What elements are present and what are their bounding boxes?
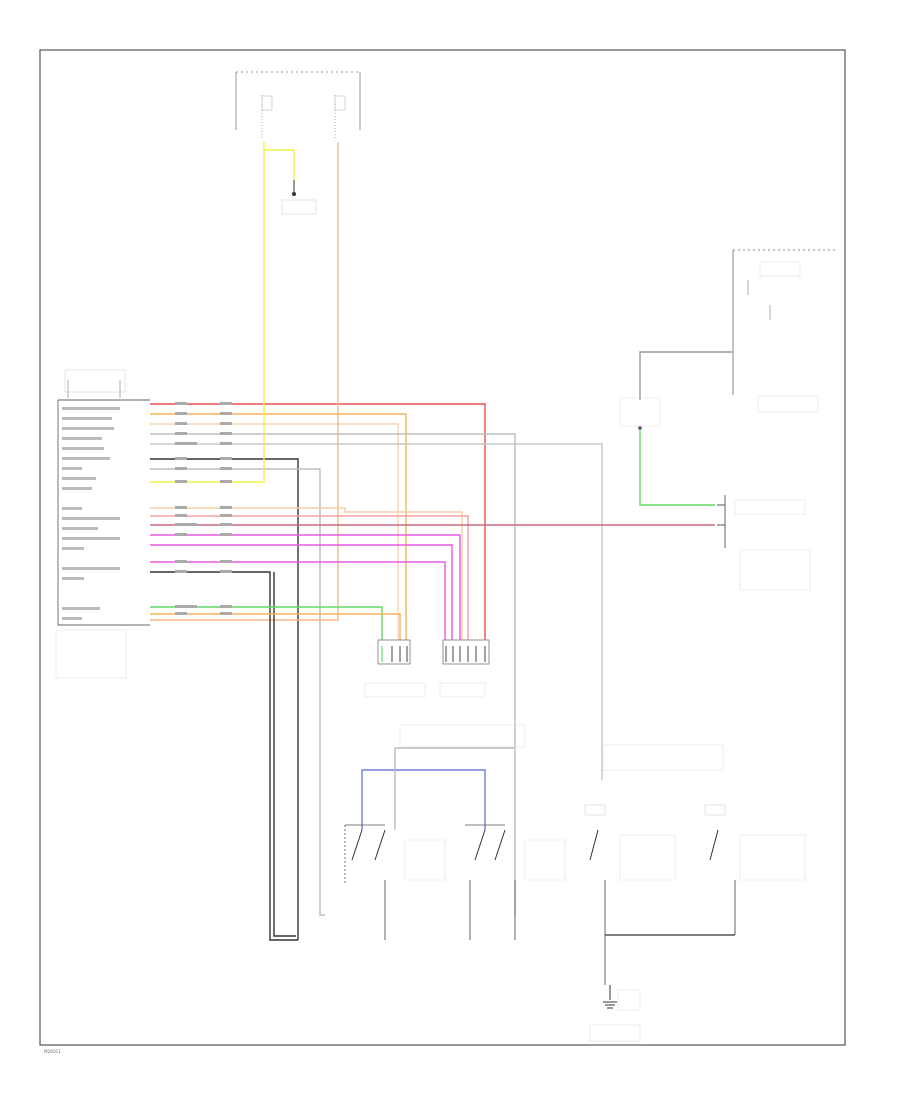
- wire-green-1: [150, 606, 383, 640]
- wire-yellow-1: [150, 142, 265, 483]
- switch-icon: [584, 804, 676, 985]
- lumbar-connector: [364, 639, 426, 698]
- wire-gray-5: [394, 747, 515, 830]
- wire-gray-2: [150, 443, 603, 780]
- wire-gray-1: [150, 433, 516, 915]
- outside-mirror-switch-box: [399, 724, 724, 771]
- recliner-connector: [439, 639, 490, 698]
- seat-control-switch-right: [717, 495, 811, 591]
- diagram-frame: [39, 49, 846, 1046]
- wire-blue-1: [361, 769, 486, 830]
- wire-gray-3: [150, 468, 325, 916]
- switch-icon: [465, 824, 566, 940]
- fuse-block: [235, 71, 361, 140]
- wire-pink-1: [150, 515, 469, 640]
- wire-black-1: [150, 458, 299, 940]
- wire-orange-1: [150, 413, 407, 640]
- wire-gray-4: [639, 351, 733, 400]
- left-pin-labels: [62, 407, 120, 620]
- switch-icon: [704, 804, 806, 935]
- wire-black-2: [150, 571, 298, 941]
- wire-red-1: [150, 403, 486, 640]
- wire-green-2: [639, 430, 715, 506]
- wire-orange-fuse: [150, 142, 339, 621]
- figure-id: M26011: [44, 1049, 61, 1054]
- switch-icon: [344, 824, 446, 940]
- memory-module: [732, 249, 838, 413]
- ground-icon: [281, 180, 317, 215]
- wire-peach-1: [150, 423, 399, 640]
- splice-icon: [619, 397, 661, 430]
- ground-icon: [589, 985, 641, 1042]
- wire-yellow-2: [264, 149, 295, 180]
- wire-black-3: [273, 572, 296, 937]
- wire-magenta-2: [150, 544, 453, 640]
- wire-code-labels: [175, 402, 232, 615]
- driver-seat-control-switch: [55, 369, 150, 679]
- wire-magenta-1: [150, 534, 461, 640]
- wire-orange-2: [150, 613, 401, 640]
- wire-peach-2: [150, 507, 463, 640]
- wire-magenta-3: [150, 561, 446, 640]
